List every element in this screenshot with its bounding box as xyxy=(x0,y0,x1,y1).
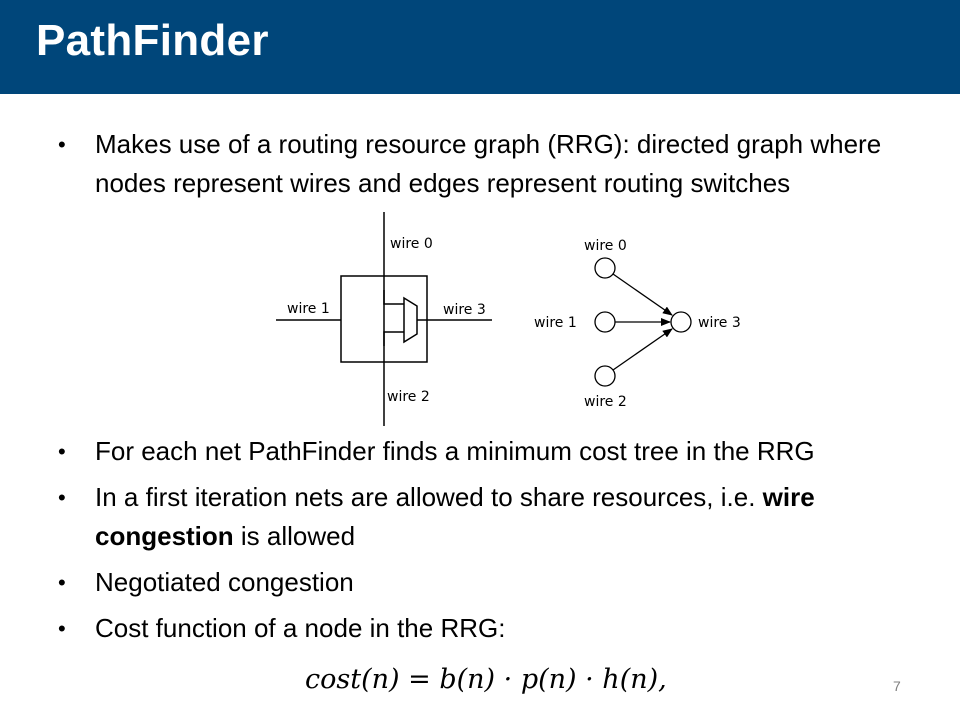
title-bar: PathFinder xyxy=(0,0,960,94)
bullet-text-part: is allowed xyxy=(233,521,356,551)
rrg-label-wire3: wire 3 xyxy=(698,315,741,331)
bullet-dot-icon: • xyxy=(58,132,66,157)
bullet-text: Negotiated congestion xyxy=(95,567,354,597)
bullet-text: In a first iteration nets are allowed to… xyxy=(95,478,910,556)
bullet-dot-icon: • xyxy=(58,485,66,510)
bullet-text: Makes use of a routing resource graph (R… xyxy=(95,129,882,198)
cost-formula: cost(n) = b(n) · p(n) · h(n), xyxy=(305,664,667,695)
rrg-edge-0-3 xyxy=(612,273,673,316)
bullet-text-bold: wire congestion xyxy=(95,482,815,551)
switch-label-wire2: wire 2 xyxy=(387,389,430,405)
rrg-diagram xyxy=(594,257,692,387)
switch-label-wire3: wire 3 xyxy=(443,302,486,318)
switch-label-wire0: wire 0 xyxy=(390,236,433,252)
bullet-text-part: In a first iteration nets are allowed to… xyxy=(95,482,763,512)
switch-connection-bottom xyxy=(383,331,404,346)
rrg-label-wire0: wire 0 xyxy=(584,238,627,254)
switch-box-diagram xyxy=(276,212,492,426)
rrg-edge-2-3 xyxy=(612,328,673,371)
rrg-label-wire1: wire 1 xyxy=(534,315,577,331)
rrg-label-wire2: wire 2 xyxy=(584,394,627,410)
bullet-dot-icon: • xyxy=(58,439,66,464)
slide-title: PathFinder xyxy=(36,16,269,65)
switch-label-wire1: wire 1 xyxy=(287,301,330,317)
switch-connection-top xyxy=(383,290,404,305)
rrg-node-wire2 xyxy=(594,365,616,387)
bullet-dot-icon: • xyxy=(58,570,66,595)
bullet-text: For each net PathFinder finds a minimum … xyxy=(95,436,815,466)
rrg-node-wire3 xyxy=(670,311,692,333)
page-number: 7 xyxy=(893,678,901,694)
bullet-text: Cost function of a node in the RRG: xyxy=(95,613,506,643)
multiplexer-icon xyxy=(403,296,418,344)
bullet-dot-icon: • xyxy=(58,616,66,641)
rrg-node-wire0 xyxy=(594,257,616,279)
rrg-node-wire1 xyxy=(594,311,616,333)
